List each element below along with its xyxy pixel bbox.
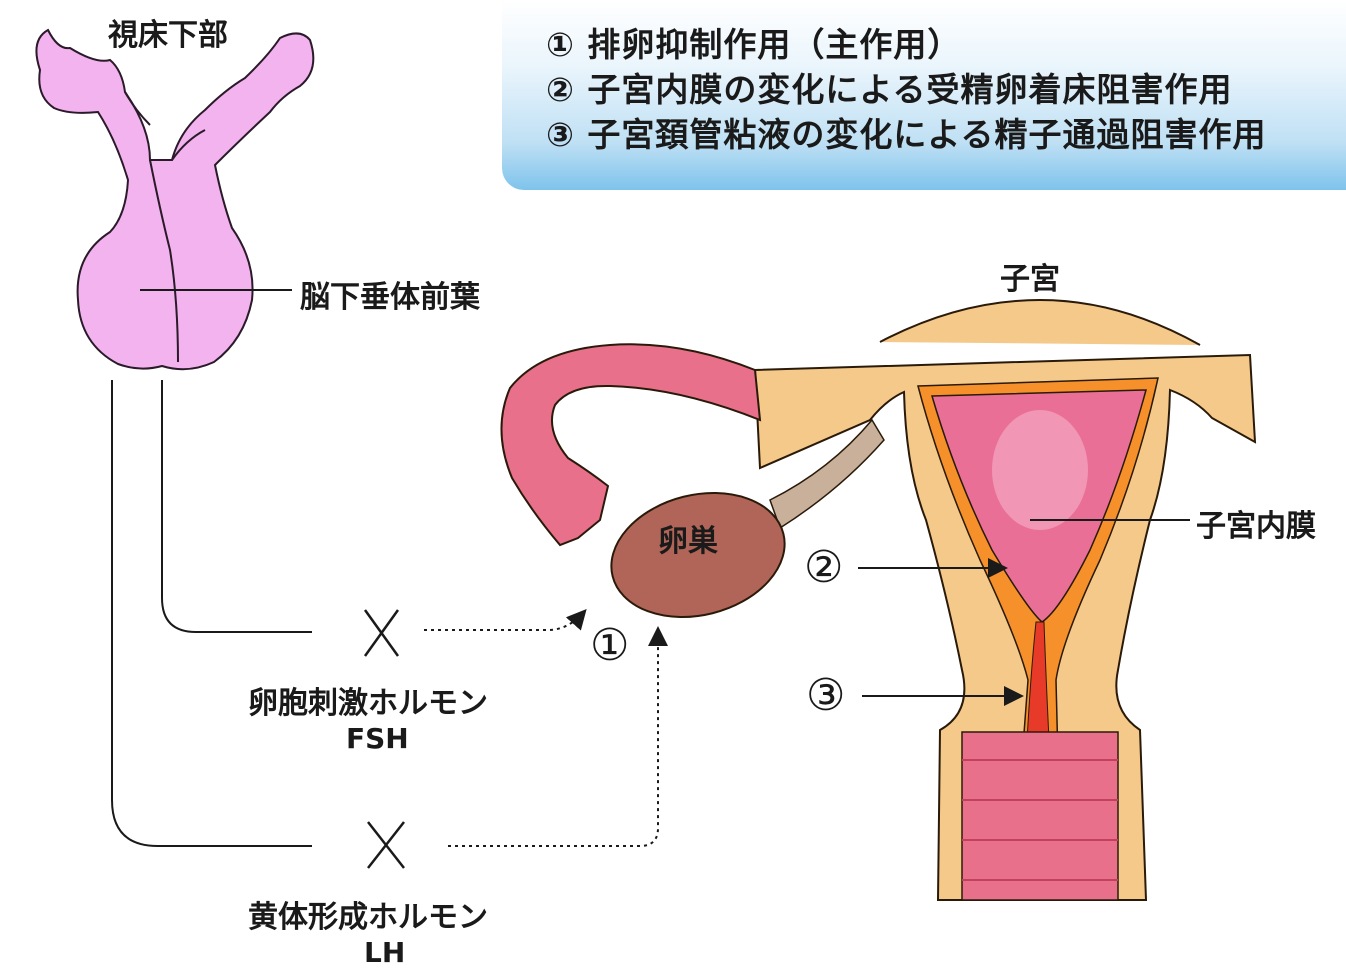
anterior-pituitary-label: 脳下垂体前葉 [300,272,480,316]
uterus-label: 子宮 [1000,254,1060,298]
fsh-dotted-arrow [424,612,584,630]
lh-japanese-label: 黄体形成ホルモン [248,892,488,936]
lh-block-x-icon [368,822,404,868]
legend-item-1: ① 排卵抑制作用（主作用） [546,22,1346,67]
fsh-pathway-line [162,380,312,632]
marker-1: ① [590,620,629,671]
marker-3: ③ [806,670,845,721]
marker-2: ② [804,542,843,593]
legend-panel: ① 排卵抑制作用（主作用） ② 子宮内膜の変化による受精卵着床阻害作用 ③ 子宮… [502,0,1346,190]
lh-pathway-line [112,380,312,846]
fsh-japanese-label: 卵胞刺激ホルモン [248,678,488,722]
lh-abbreviation-label: LH [364,936,405,969]
fsh-block-x-icon [365,610,398,656]
hypothalamus-label: 視床下部 [108,10,228,54]
fsh-abbreviation-label: FSH [346,722,409,755]
pituitary-gland [36,30,313,369]
uterus [755,300,1255,900]
ovary-label: 卵巣 [658,516,718,560]
endometrium-label: 子宮内膜 [1196,501,1316,545]
legend-item-2: ② 子宮内膜の変化による受精卵着床阻害作用 [546,67,1346,112]
legend-item-3: ③ 子宮頚管粘液の変化による精子通過阻害作用 [546,112,1346,157]
